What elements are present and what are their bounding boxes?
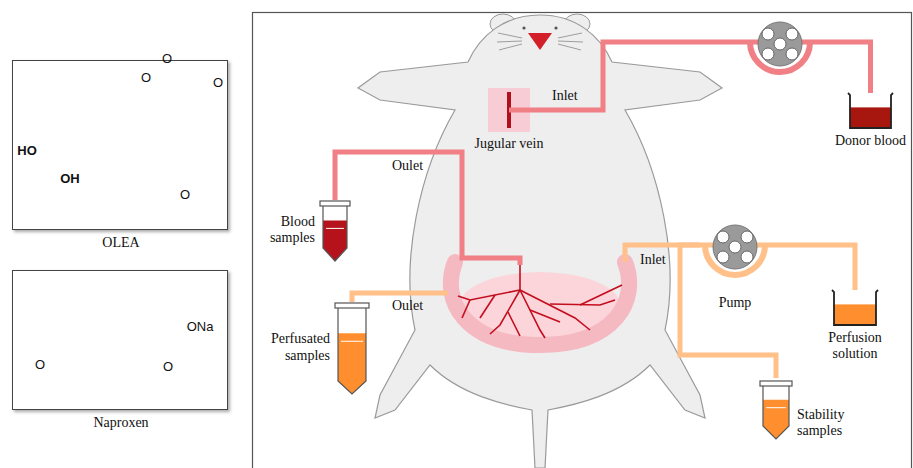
sample-tube: Perfusated samples [335, 300, 369, 395]
tubing [335, 152, 700, 302]
node-label: Jugular vein [474, 136, 544, 152]
atom-label: O [213, 76, 223, 89]
tubing-line [770, 245, 855, 290]
jugular-vein-site: Jugular vein [488, 88, 530, 132]
atom-label: OH [60, 172, 80, 185]
beaker-shape [832, 290, 878, 326]
edge-label: Inlet [552, 88, 578, 104]
node-label: Stability samples [797, 407, 867, 439]
atom-label: O [162, 52, 172, 65]
intestine [451, 262, 629, 345]
structure-box: OLEA [12, 60, 228, 230]
atom-label: O [180, 188, 190, 201]
sample-tube: Blood samples [320, 198, 350, 262]
beaker-shape [848, 93, 893, 129]
atom-label: ONa [187, 320, 214, 333]
sample-tube-shape [335, 300, 369, 395]
sample-tube: Stability samples [760, 378, 792, 440]
sample-tube-shape [320, 198, 350, 262]
node-label: Perfusion solution [815, 330, 895, 362]
tubing-line [530, 42, 871, 110]
tube-label: Oulet [392, 158, 423, 174]
pump: Pump [700, 221, 770, 291]
tube-label: Inlet [640, 252, 666, 268]
sample-tube-shape [760, 378, 792, 440]
node-label: Perfusated samples [258, 331, 330, 363]
mouse [358, 14, 722, 468]
frame [253, 13, 912, 468]
node-label: Naproxen [13, 415, 229, 431]
node-label: OLEA [13, 235, 229, 251]
node-label: Donor blood [826, 133, 913, 149]
atom-label: O [141, 71, 151, 84]
beaker: Donor blood [848, 93, 893, 129]
pump-symbol [750, 22, 810, 72]
tube-label: Oulet [392, 298, 423, 314]
beaker: Perfusion solution [832, 290, 878, 326]
jugular-vein-site-shape [488, 88, 530, 132]
node-label: Pump [705, 295, 765, 311]
atom-label: O [163, 360, 173, 373]
structure-box: Naproxen [12, 270, 228, 410]
atom-label: HO [17, 144, 37, 157]
node-label: Blood samples [257, 214, 315, 246]
atom-label: O [35, 358, 45, 371]
pump-shape [700, 221, 770, 291]
